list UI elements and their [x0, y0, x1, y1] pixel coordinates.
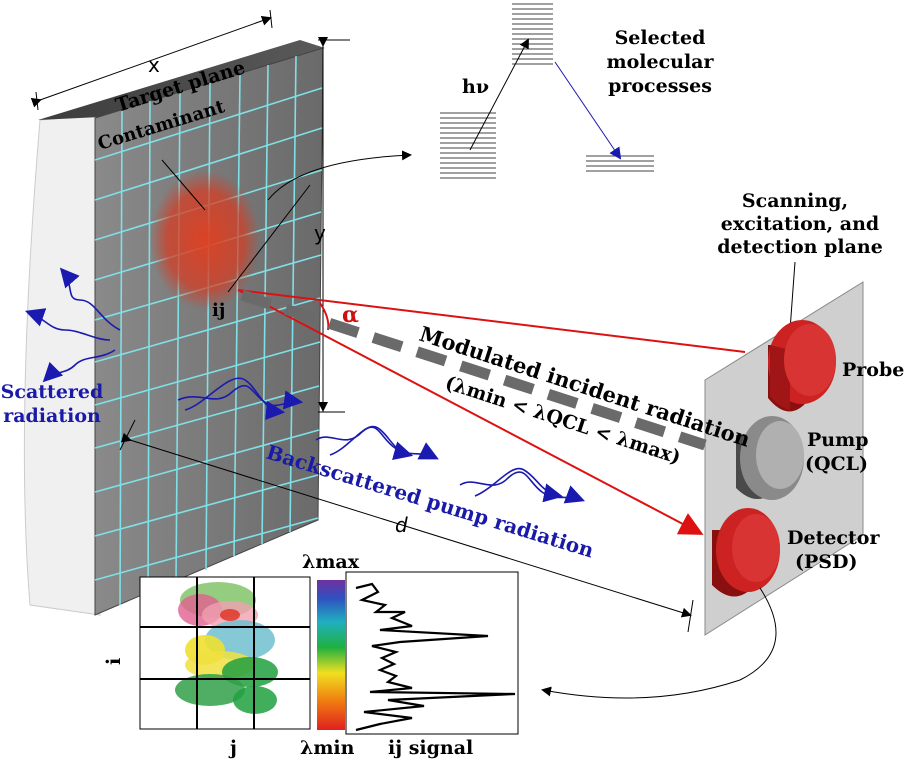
lambda-max-label: λmax	[302, 551, 360, 573]
signal-panel	[345, 571, 519, 735]
signal-return-arrow	[541, 587, 777, 699]
y-dimension-label: y	[314, 221, 326, 245]
axis-i-label: i	[103, 658, 125, 665]
selected-line-1: Selected	[615, 27, 706, 49]
alpha-label: α	[342, 302, 359, 328]
scattered-waves	[24, 267, 121, 383]
relaxation-arrow	[554, 61, 622, 160]
scattered-label-2: radiation	[3, 405, 101, 427]
wall	[23, 114, 101, 616]
probe-beam	[237, 289, 746, 353]
alpha-arc	[319, 302, 330, 331]
ij-label: ij	[212, 300, 225, 321]
scan-line-3: detection plane	[717, 236, 883, 258]
energy-levels	[440, 3, 654, 179]
pump-beam	[240, 289, 707, 451]
scan-line-1: Scanning,	[742, 190, 848, 212]
pump-device	[736, 416, 804, 500]
process-link-arrow	[267, 150, 412, 201]
h-nu-label: hν	[462, 76, 489, 98]
selected-line-2: molecular	[606, 51, 714, 73]
lambda-min-label: λmin	[300, 737, 355, 759]
detector-label-2: (PSD)	[795, 551, 857, 573]
signal-trace	[355, 582, 516, 732]
scattered-label-1: Scattered	[1, 381, 104, 403]
excitation-arrow	[469, 38, 529, 151]
detector-device	[712, 508, 780, 597]
d-dimension-line	[120, 432, 692, 618]
probe-label: Probe	[842, 359, 904, 381]
pump-label-1: Pump	[807, 429, 869, 451]
spectrum-bar	[317, 580, 345, 730]
contaminant-blob	[150, 170, 260, 310]
x-dimension-line	[30, 15, 272, 108]
ij-signal-label: ij signal	[388, 737, 473, 759]
pump-label-2: (QCL)	[805, 453, 868, 475]
scan-line-2: excitation, and	[721, 213, 879, 235]
d-dimension-label: d	[395, 513, 408, 537]
selected-line-3: processes	[608, 75, 712, 97]
x-dimension-label: x	[148, 53, 160, 77]
image-map-panel	[139, 576, 311, 730]
probe-device	[768, 320, 836, 412]
axis-j-label: j	[228, 737, 237, 759]
detector-label-1: Detector	[787, 527, 880, 549]
